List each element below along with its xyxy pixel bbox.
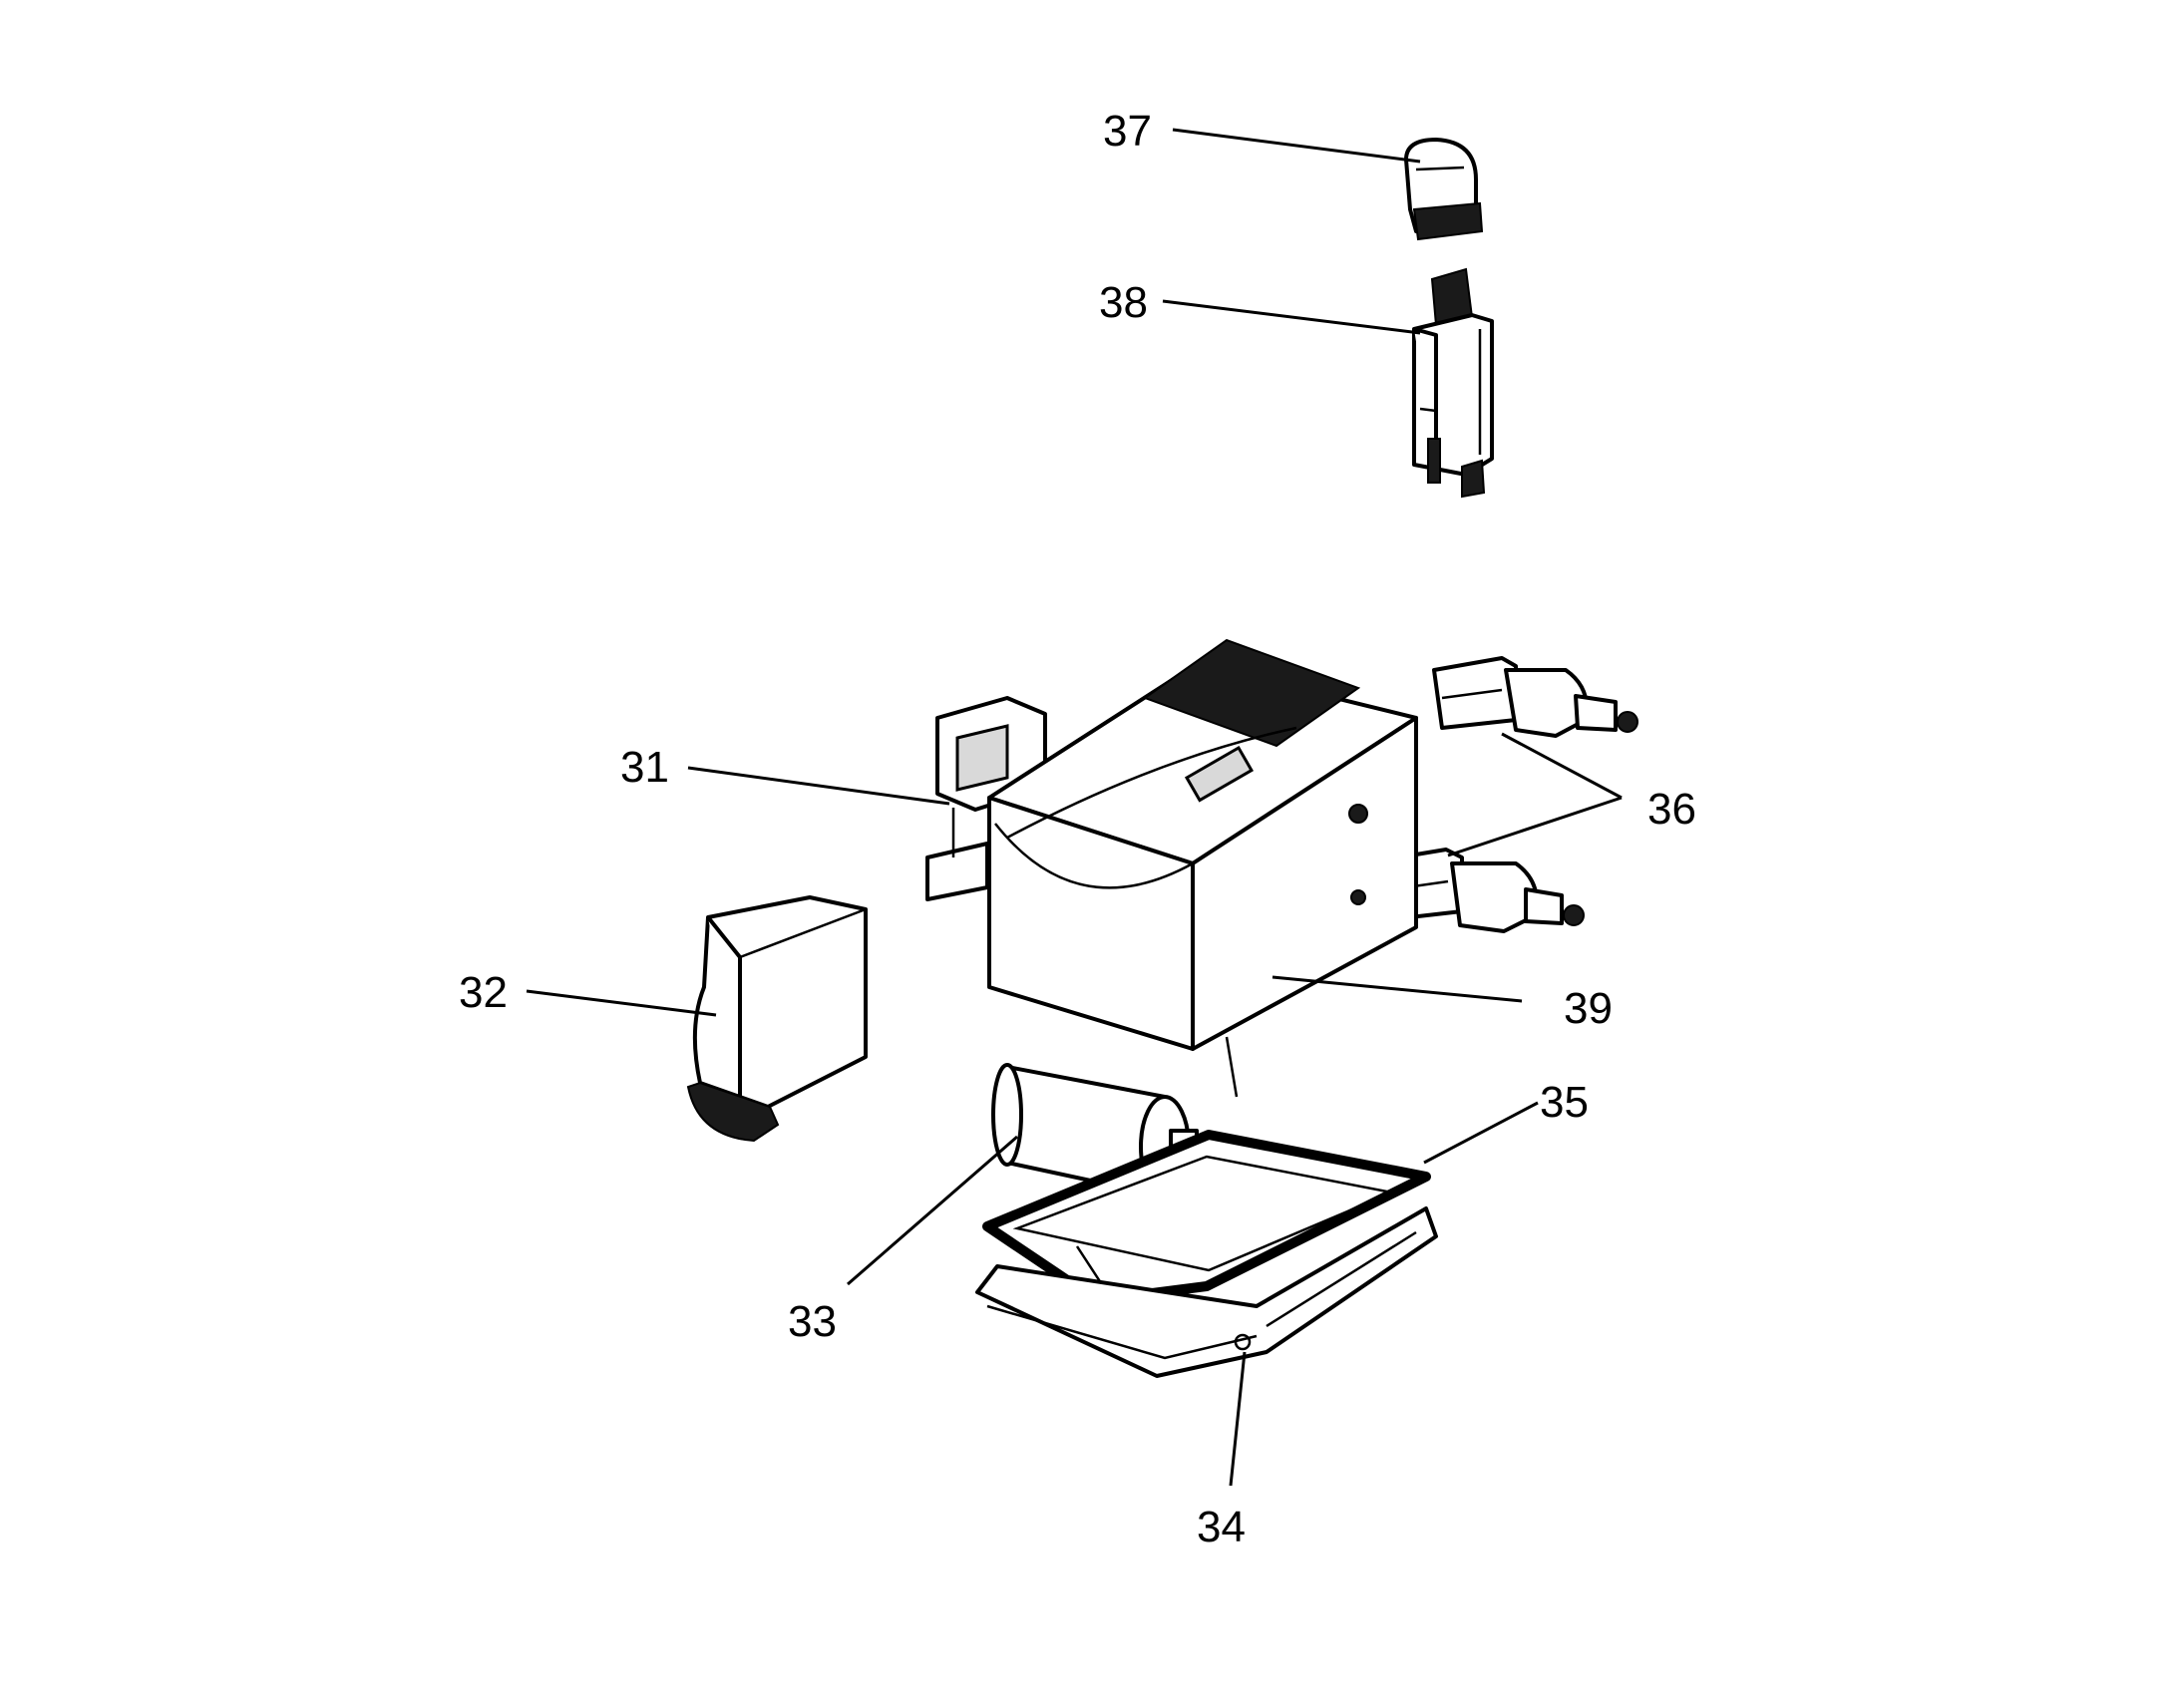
callout-labels: 37 38 31 36 32 39 35 33 34 xyxy=(459,107,1696,1551)
callout-34: 34 xyxy=(1197,1503,1246,1551)
callout-33: 33 xyxy=(788,1297,837,1346)
part-39-housing xyxy=(987,638,1418,1098)
leader-34 xyxy=(1229,1351,1247,1487)
leader-39 xyxy=(1272,975,1523,1003)
part-32-side-cover xyxy=(686,895,868,1143)
callout-35: 35 xyxy=(1540,1078,1589,1127)
leader-38 xyxy=(1162,299,1421,335)
callout-32: 32 xyxy=(459,968,508,1017)
leader-33 xyxy=(847,1135,1018,1286)
leader-32 xyxy=(526,989,717,1017)
part-34-base-tray xyxy=(975,1206,1438,1378)
leader-35 xyxy=(1423,1101,1539,1165)
leader-36a xyxy=(1501,732,1623,800)
part-36-valve-upper xyxy=(1432,656,1638,738)
callout-36: 36 xyxy=(1647,785,1696,834)
part-37-cap xyxy=(1404,138,1484,241)
leader-31 xyxy=(687,766,950,806)
leader-37 xyxy=(1172,128,1421,164)
callout-38: 38 xyxy=(1099,278,1148,327)
callout-37: 37 xyxy=(1103,107,1152,156)
callout-31: 31 xyxy=(620,743,669,792)
callout-39: 39 xyxy=(1564,984,1613,1033)
leader-lines xyxy=(526,128,1623,1487)
part-38-switch xyxy=(1412,267,1494,499)
leader-36b xyxy=(1447,796,1623,857)
